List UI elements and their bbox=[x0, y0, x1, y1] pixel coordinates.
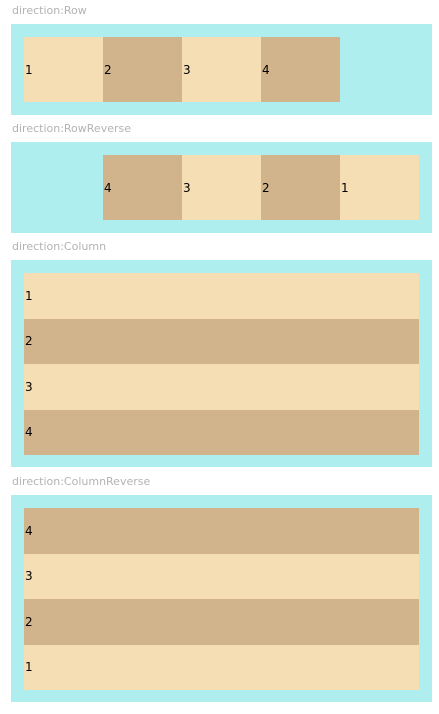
flex-items-column: 1 2 3 4 bbox=[24, 273, 419, 455]
flex-item-2: 2 bbox=[24, 318, 419, 364]
section-label-row-reverse: direction:RowReverse bbox=[12, 122, 132, 135]
flex-container-column-reverse: 1 2 3 4 bbox=[11, 495, 432, 702]
flex-items-column-reverse: 1 2 3 4 bbox=[24, 508, 419, 690]
flex-container-column: 1 2 3 4 bbox=[11, 260, 432, 467]
flex-item-3: 3 bbox=[24, 553, 419, 599]
flex-item-1: 1 bbox=[24, 644, 419, 690]
flex-item-3: 3 bbox=[24, 364, 419, 410]
flex-item-1: 1 bbox=[24, 273, 419, 319]
flex-container-row-reverse: 1 2 3 4 bbox=[11, 142, 432, 233]
flex-item-4: 4 bbox=[24, 508, 419, 554]
flex-item-1: 1 bbox=[24, 37, 103, 102]
flex-item-2: 2 bbox=[24, 599, 419, 645]
section-label-column: direction:Column bbox=[12, 240, 107, 253]
flex-item-1: 1 bbox=[340, 155, 419, 220]
flex-container-row: 1 2 3 4 bbox=[11, 24, 432, 115]
flex-item-4: 4 bbox=[24, 409, 419, 455]
flex-item-2: 2 bbox=[261, 155, 340, 220]
section-label-column-reverse: direction:ColumnReverse bbox=[12, 475, 151, 488]
flex-item-3: 3 bbox=[182, 37, 261, 102]
flex-item-4: 4 bbox=[103, 155, 182, 220]
flex-item-2: 2 bbox=[103, 37, 182, 102]
flex-items-row-reverse: 1 2 3 4 bbox=[24, 155, 419, 220]
flex-item-4: 4 bbox=[261, 37, 340, 102]
flex-item-3: 3 bbox=[182, 155, 261, 220]
section-label-row: direction:Row bbox=[12, 4, 87, 17]
flex-items-row: 1 2 3 4 bbox=[24, 37, 419, 102]
